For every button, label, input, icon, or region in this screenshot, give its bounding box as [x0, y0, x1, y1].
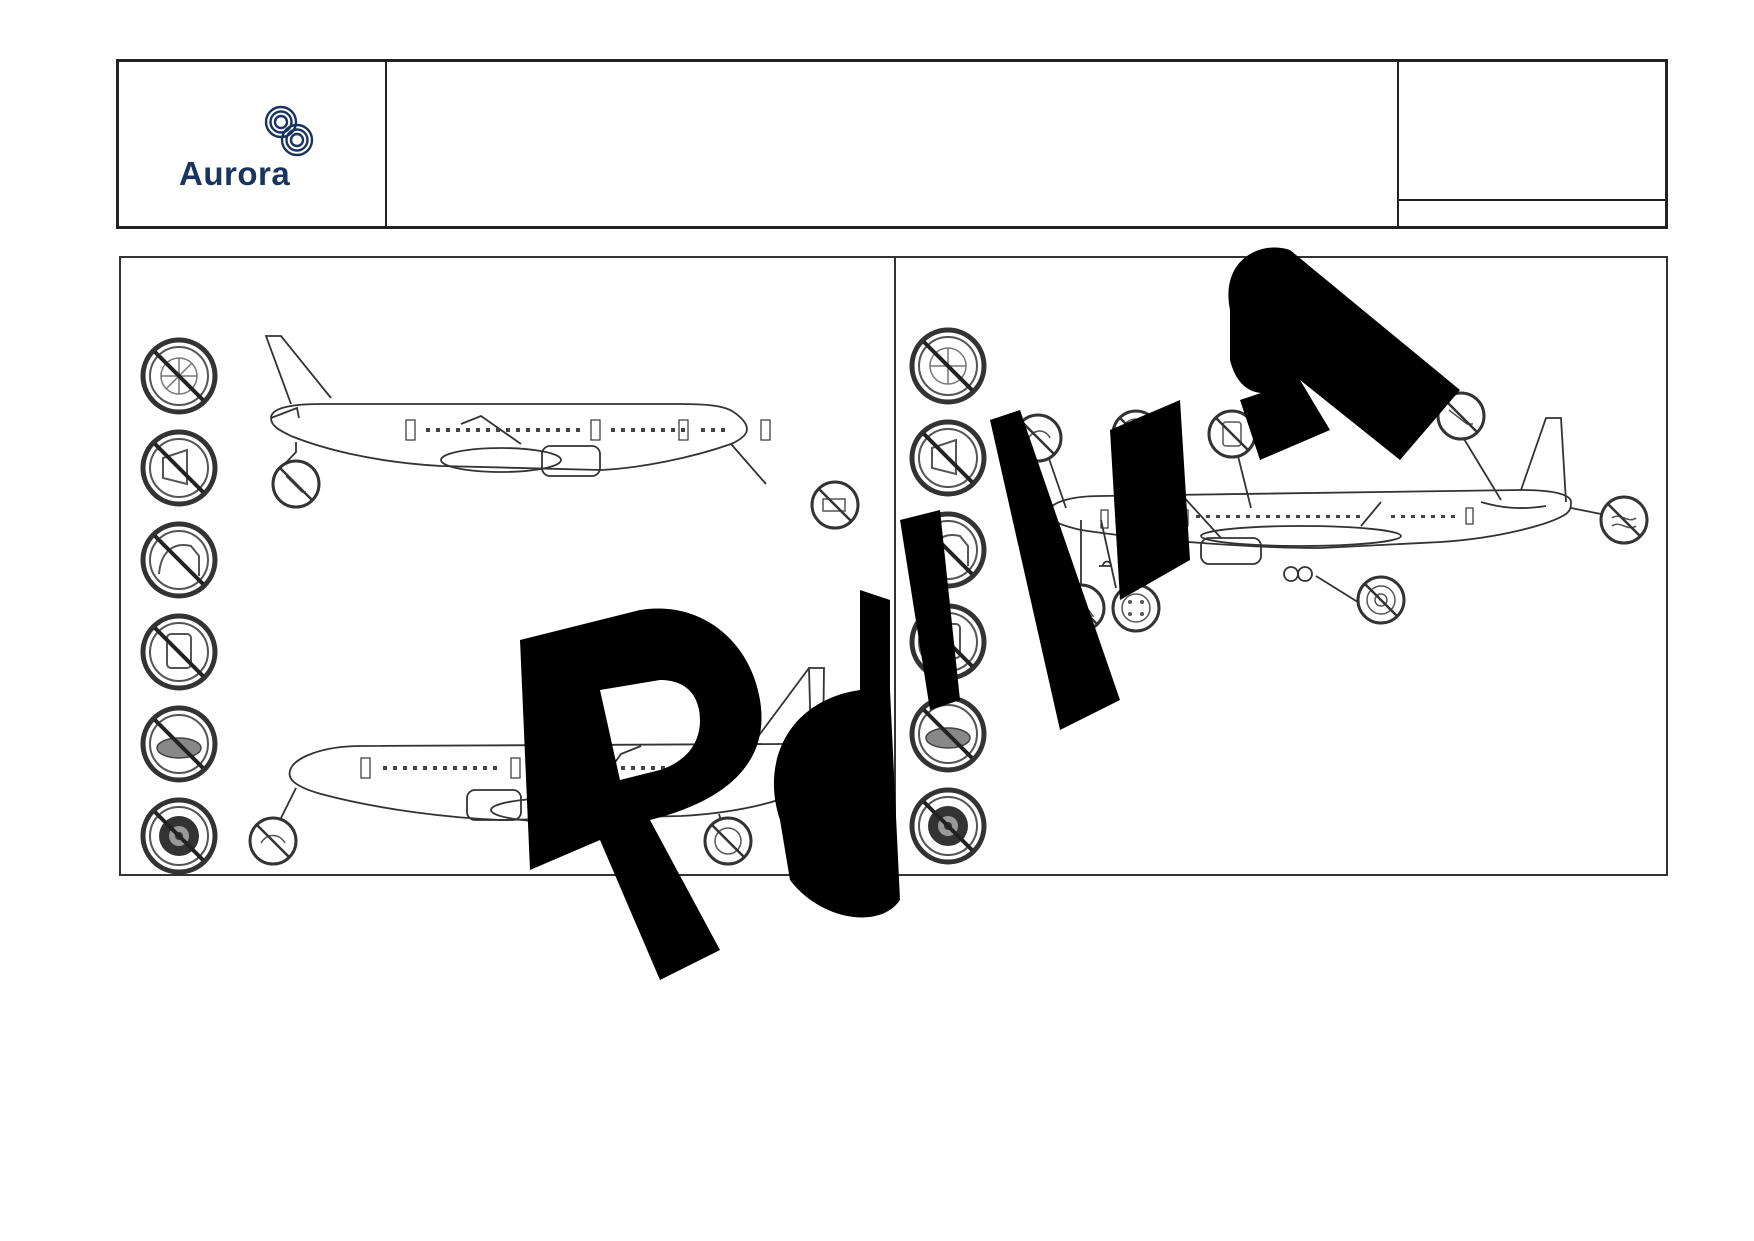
callout-icon-propeller-right: [1111, 409, 1161, 459]
no-panel-icon: [912, 606, 984, 678]
no-propeller-icon: [143, 340, 215, 412]
reference-divider: [1399, 199, 1665, 201]
callout-icon-cover-right: [1013, 413, 1063, 463]
left-icon-column: [143, 340, 215, 872]
callout-icon-mainwheel-right: [1356, 575, 1406, 625]
no-wheel-icon: [143, 800, 215, 872]
no-cover-icon: [912, 514, 984, 586]
no-propeller-icon: [912, 330, 984, 402]
callout-icon-tail-right: [1436, 391, 1486, 441]
logo-text: Aurora: [179, 155, 291, 192]
no-oval-icon: [143, 708, 215, 780]
aircraft-diagrams: [121, 258, 1649, 874]
callout-icon-nosewheel-right: [1111, 583, 1161, 633]
callout-icon-wheel-bottom: [703, 816, 753, 866]
no-cover-icon: [143, 524, 215, 596]
callout-icon-nose-left: [810, 480, 860, 530]
logo-cell: Aurora: [119, 62, 387, 226]
callout-icon-apu-right: [1599, 495, 1649, 545]
callout-icon-nose-right: [1056, 583, 1106, 633]
aurora-logo-icon: [264, 105, 314, 157]
callout-icon-panel-right: [1207, 409, 1257, 459]
diagram-panels: [119, 256, 1668, 876]
no-wheel-icon: [912, 790, 984, 862]
panel-divider: [894, 258, 896, 874]
no-panel-icon: [143, 616, 215, 688]
no-door-icon: [143, 432, 215, 504]
aircraft-top-left: [264, 335, 771, 485]
title-cell: [387, 62, 1399, 226]
reference-cell: [1399, 62, 1665, 226]
document-header: Aurora: [116, 59, 1668, 229]
no-door-icon: [912, 422, 984, 494]
callout-icon-tail-left: [271, 459, 321, 509]
callout-icon-nose-bottom: [248, 816, 298, 866]
right-icon-column: [912, 330, 984, 862]
callout-icon-tail-bottom: [811, 816, 861, 866]
no-oval-icon: [912, 698, 984, 770]
aircraft-bottom-left: [280, 667, 837, 839]
